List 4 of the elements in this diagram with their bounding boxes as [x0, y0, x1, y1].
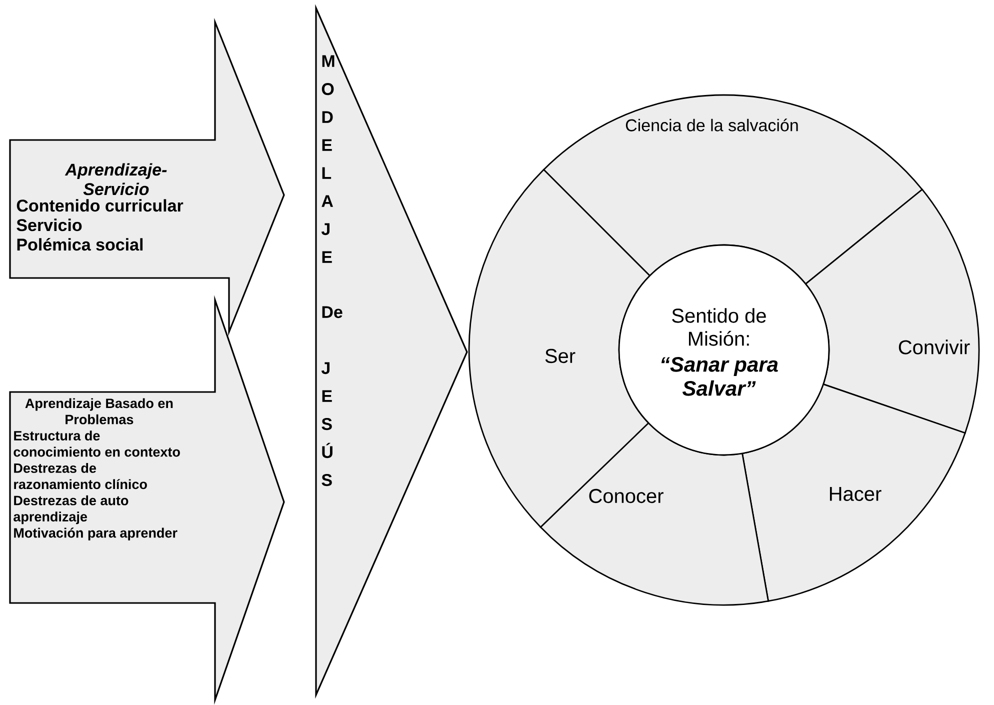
ring-segment: Conocer: [540, 422, 769, 606]
ring-segment: Convivir: [804, 188, 980, 434]
ring-segment: Ciencia de la salvación: [543, 94, 923, 285]
node-label: Convivir: [898, 340, 970, 354]
